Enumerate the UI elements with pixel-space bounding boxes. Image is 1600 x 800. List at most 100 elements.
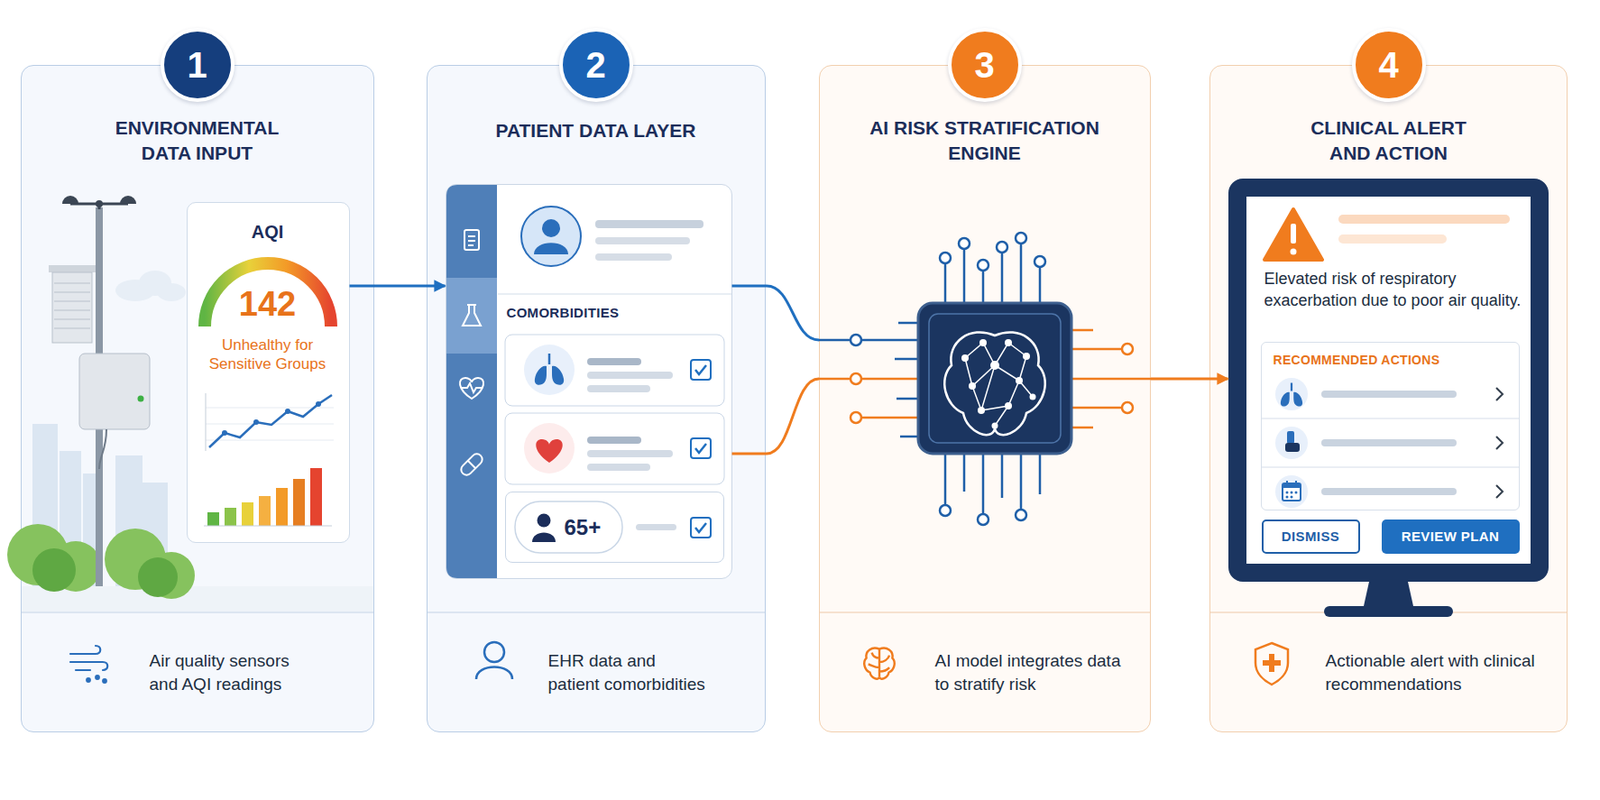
chip-pins xyxy=(996,241,1008,253)
step-panel: CLINICAL ALERT AND ACTIONActionable aler… xyxy=(1209,64,1568,733)
action-rows xyxy=(1293,386,1303,407)
review-button: REVIEW PLAN xyxy=(1381,519,1520,554)
monitor-stand xyxy=(1324,581,1453,617)
age-pill xyxy=(532,533,556,543)
patient-header xyxy=(595,237,690,245)
cloud xyxy=(115,270,186,302)
chip-pins xyxy=(1015,232,1027,244)
comorbidity-row xyxy=(505,334,725,406)
action-rows xyxy=(1285,442,1300,452)
action-rows xyxy=(1275,475,1308,508)
comorbidity-row xyxy=(524,422,575,474)
text-slot: 142 xyxy=(195,285,341,323)
action-rows xyxy=(1321,487,1457,496)
comorbidity-row xyxy=(695,365,707,375)
ehr-sidebar xyxy=(459,377,484,399)
trend-chart xyxy=(285,408,291,414)
monitor-screen: Elevated risk of respiratory exacerbatio… xyxy=(1228,178,1549,582)
ai-chip xyxy=(944,331,1046,435)
age-pill xyxy=(690,517,711,538)
cloud xyxy=(115,279,156,302)
text-slot: AQI xyxy=(195,220,341,243)
wind-icon xyxy=(75,669,91,672)
text-slot: 65+ xyxy=(564,514,619,541)
ehr-sidebar xyxy=(468,460,476,469)
weather-station xyxy=(48,195,150,587)
weather-station xyxy=(137,395,145,403)
trend-chart xyxy=(221,430,228,436)
aqi-category: Unhealthy for Sensitive Groups xyxy=(195,335,341,374)
action-rows xyxy=(1496,387,1503,498)
ehr-sidebar xyxy=(446,277,497,354)
chip-pins xyxy=(1121,402,1133,414)
city-skyline xyxy=(32,423,58,587)
shield-icon xyxy=(1262,653,1281,672)
comorbidity-row xyxy=(548,353,552,365)
bar-chart xyxy=(207,512,220,526)
step-number-label: 1 xyxy=(186,46,207,83)
ai-chip xyxy=(1029,394,1037,401)
chip-pins xyxy=(939,505,951,516)
chip-pins xyxy=(818,377,919,381)
action-rows xyxy=(1275,377,1308,411)
comorbidity-row xyxy=(524,344,575,396)
ai-chip xyxy=(968,382,976,390)
ai-chip xyxy=(1004,339,1012,347)
weather-station xyxy=(52,272,92,343)
bar-chart xyxy=(293,478,305,526)
flow-connector xyxy=(732,378,820,454)
action-rows xyxy=(1285,431,1300,452)
comorbidity-row xyxy=(587,358,642,366)
review-button-label: REVIEW PLAN xyxy=(1401,529,1500,543)
trend-chart xyxy=(205,407,334,441)
flow-connector xyxy=(1150,377,1229,381)
chip-pins xyxy=(894,322,919,437)
action-rows xyxy=(1295,491,1298,495)
bar-chart xyxy=(203,468,332,526)
age-value: 65+ xyxy=(564,514,619,541)
bar-chart xyxy=(224,507,237,526)
ai-chip xyxy=(961,339,1037,430)
warning-icon xyxy=(1338,214,1510,224)
text-slot: AI RISK STRATIFICATION ENGINE xyxy=(845,115,1125,166)
ehr-sidebar xyxy=(462,304,481,326)
text-slot: REVIEW PLAN xyxy=(1401,529,1500,543)
comorbidity-row xyxy=(690,359,711,380)
chip-pins xyxy=(850,334,862,346)
trend-chart xyxy=(205,393,334,451)
text-slot: COMORBIDITIES xyxy=(506,304,715,322)
action-rows xyxy=(1287,431,1295,444)
chip-pins xyxy=(818,232,1151,525)
comorbidity-row: 65+ xyxy=(505,491,725,563)
comorbidity-row xyxy=(587,463,651,471)
comorbidity-row xyxy=(535,439,562,463)
action-rows xyxy=(1261,377,1519,508)
patient-header xyxy=(521,206,581,267)
flow-connector xyxy=(349,285,446,288)
chip-pins xyxy=(939,252,951,264)
trees xyxy=(137,557,178,598)
ehr-sidebar xyxy=(459,451,485,478)
chip-pins xyxy=(1015,509,1027,521)
ai-chip xyxy=(979,339,987,347)
warning-icon xyxy=(1338,234,1447,244)
comorbidity-row xyxy=(587,450,673,458)
caption-divider xyxy=(1210,611,1567,614)
step-panel: PATIENT DATA LAYEREHR data and patient c… xyxy=(426,64,766,733)
ai-chip xyxy=(918,303,1072,454)
text-slot: 2 xyxy=(585,46,606,83)
step-number: 1 xyxy=(160,27,235,102)
brain-icon xyxy=(864,648,894,680)
caption-divider xyxy=(819,611,1567,614)
city-skyline xyxy=(142,482,168,587)
ehr-sidebar xyxy=(460,383,483,393)
wind-icon xyxy=(70,662,108,671)
bar-chart xyxy=(241,502,254,526)
panel-caption: EHR data and patient comorbidities xyxy=(548,649,709,697)
text-slot: AI model integrates data to stratify ris… xyxy=(935,649,1139,697)
chip-pins xyxy=(850,412,862,423)
panel-caption: AI model integrates data to stratify ris… xyxy=(935,649,1139,697)
flow-connector xyxy=(732,285,820,341)
city-skyline xyxy=(115,455,143,587)
